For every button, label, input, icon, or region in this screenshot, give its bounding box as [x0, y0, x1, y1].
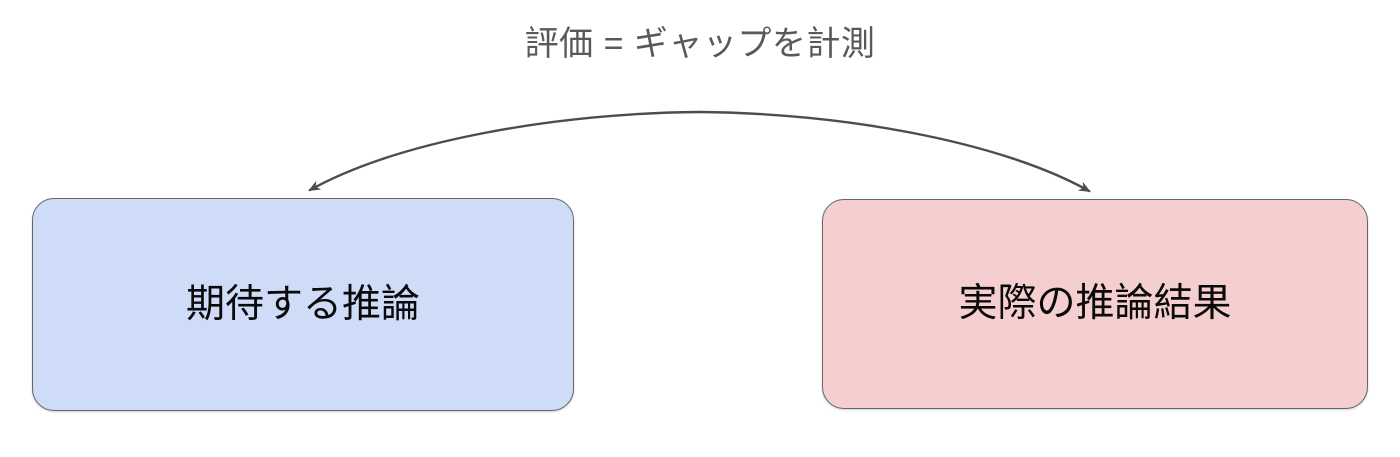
node-expected-inference-label: 期待する推論 — [185, 282, 420, 326]
node-actual-inference-result[interactable]: 実際の推論結果 — [822, 199, 1368, 409]
arc-segment-to-expected — [308, 110, 701, 192]
edge-label-gap-measurement: 評価 = ギャップを計測 — [524, 25, 876, 63]
node-actual-inference-result-label: 実際の推論結果 — [958, 282, 1232, 325]
arc-segment-to-actual — [697, 110, 1091, 193]
node-expected-inference[interactable]: 期待する推論 — [32, 198, 574, 411]
